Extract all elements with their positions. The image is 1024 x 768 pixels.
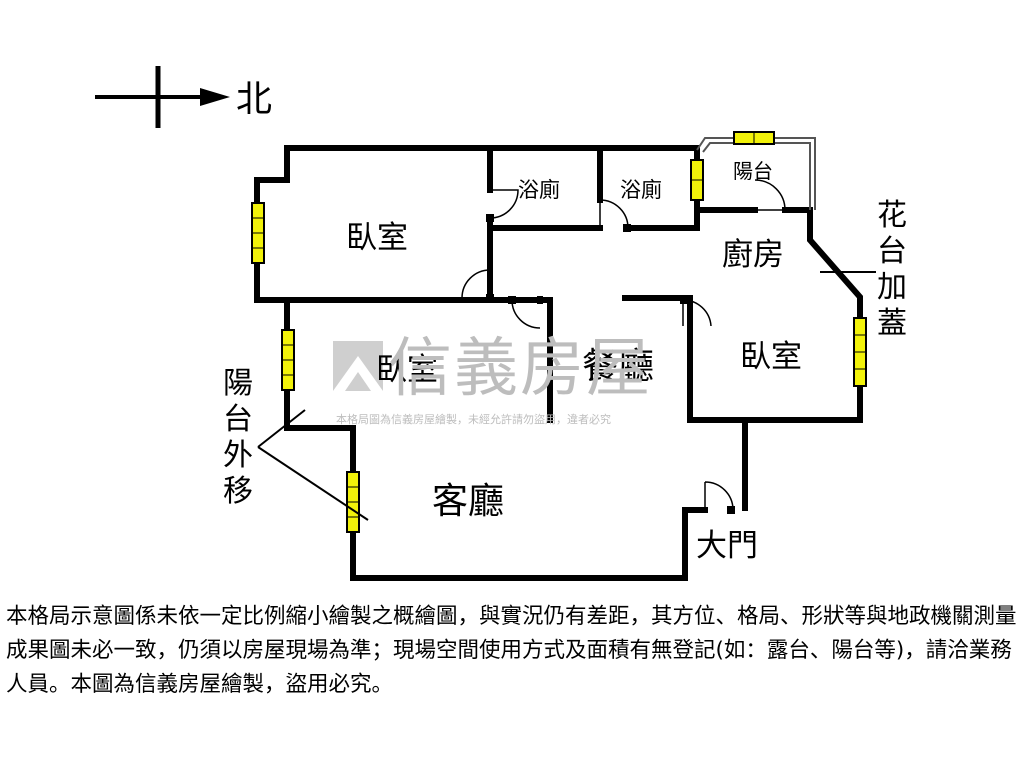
room-label-dining: 餐廳 — [582, 346, 654, 387]
annotation-balcony-moved-out: 陽台外移 — [223, 366, 253, 509]
compass-north-label: 北 — [236, 79, 272, 120]
room-label-bath-2: 浴廁 — [620, 178, 662, 202]
room-label-balcony: 陽台 — [733, 159, 773, 183]
north-arrow-icon — [95, 66, 230, 128]
window-mullions — [252, 132, 866, 518]
watermark-brand: 信義房屋 — [388, 332, 652, 406]
door-hinges — [486, 214, 735, 514]
doors — [461, 179, 786, 511]
room-label-bath-1: 浴廁 — [518, 178, 560, 202]
annotation-planter-extension: 花台加蓋 — [877, 198, 907, 341]
watermark-logo — [333, 341, 383, 391]
room-label-kitchen: 廚房 — [722, 237, 784, 273]
room-label-bedroom-right: 臥室 — [740, 339, 802, 375]
floor-plan: 本格局圖為信義房屋繪製，未經允許請勿盜用，違者必究 北 臥室 浴廁 浴廁 陽台 … — [95, 66, 876, 581]
walls — [254, 145, 863, 581]
room-label-living: 客廳 — [432, 481, 504, 522]
room-label-bedroom-top-left: 臥室 — [346, 220, 408, 256]
leader-lines — [257, 271, 876, 521]
disclaimer-text: 本格局示意圖係未依一定比例縮小繪製之概繪圖，與實況仍有差距，其方位、格局、形狀等… — [6, 604, 1017, 697]
room-label-main-door: 大門 — [696, 528, 758, 564]
watermark-small-text: 本格局圖為信義房屋繪製，未經允許請勿盜用，違者必究 — [336, 412, 611, 426]
room-label-bedroom-middle: 臥室 — [376, 352, 438, 388]
